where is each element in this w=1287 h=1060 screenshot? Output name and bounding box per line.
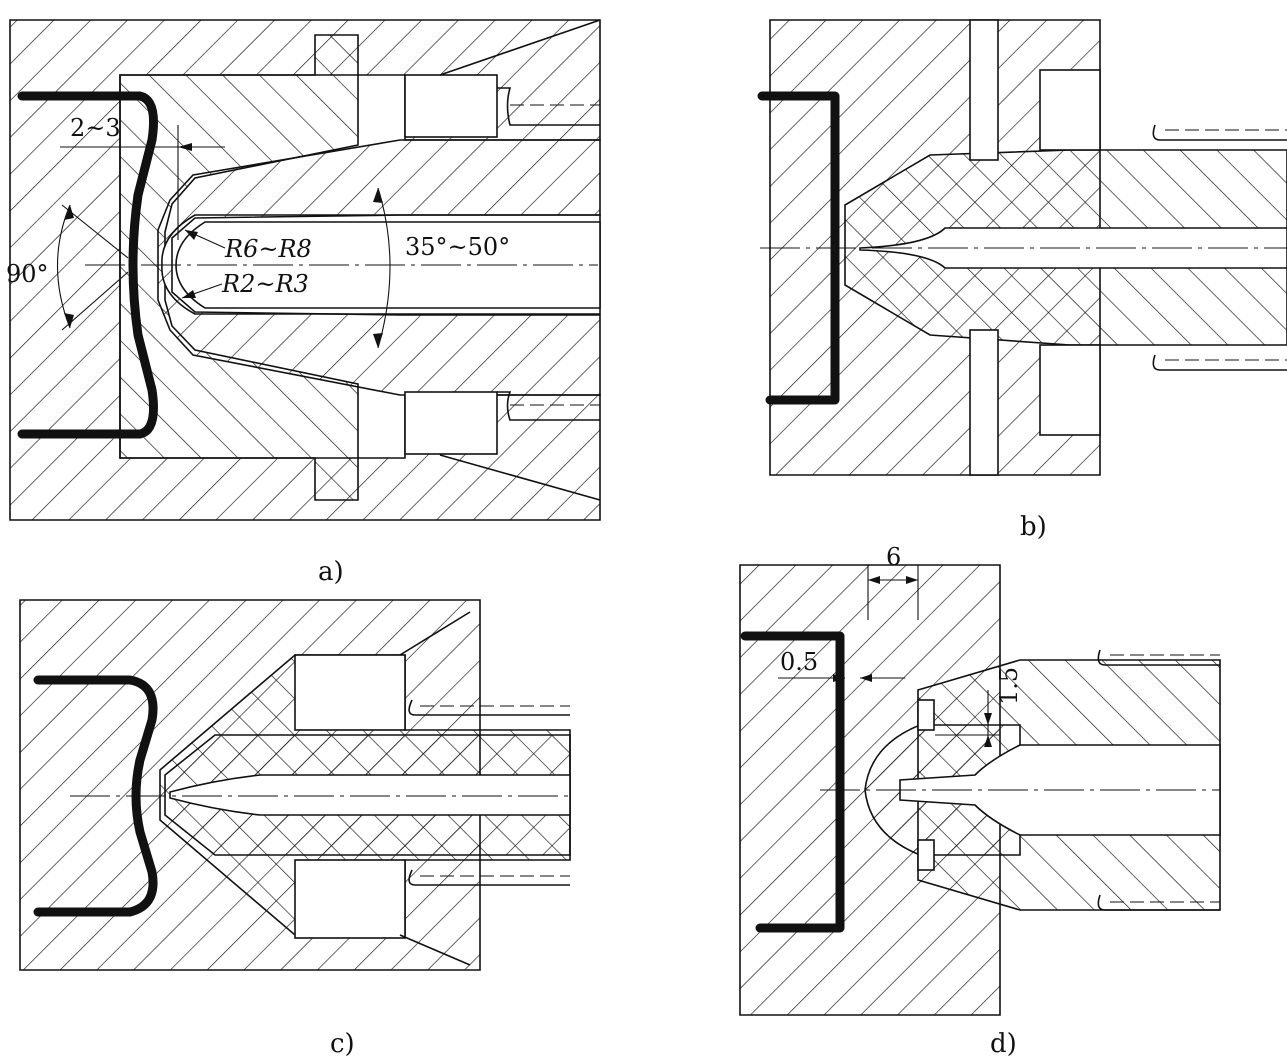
panel-a-caption: a): [318, 557, 344, 587]
panel-d-dim-0-5: 0.5: [780, 648, 818, 676]
panel-a-dim-90deg: 90°: [6, 260, 49, 288]
panel-a-heater-pocket-top: [404, 74, 498, 138]
panel-c: c): [19, 599, 571, 1059]
panel-a: 2~3 R6~R8 R2~R3 90° 35°~50° a): [6, 19, 601, 587]
panel-d-part-wall: [740, 631, 845, 933]
panel-a-dim-r2-r3: R2~R3: [221, 270, 309, 298]
panel-b-part-wall: [757, 91, 840, 405]
panel-b-caption: b): [1020, 512, 1047, 542]
panel-c-caption: c): [330, 1029, 355, 1059]
panel-a-nozzle-insert: [157, 139, 601, 396]
panel-a-heater-pocket-bottom: [404, 391, 498, 455]
panel-a-part-wall: [17, 91, 158, 439]
panel-b: b): [757, 19, 1287, 542]
panel-a-dim-r6-r8: R6~R8: [224, 235, 312, 263]
panel-c-part-wall: [33, 675, 158, 917]
panel-d-dim-1-5: 1.5: [995, 667, 1023, 705]
panel-d: 6 0.5 1.5 d): [739, 543, 1221, 1059]
panel-a-dim-35-50deg: 35°~50°: [405, 233, 510, 261]
panel-a-dim-2-3: 2~3: [70, 114, 121, 142]
panel-d-dim-6: 6: [886, 543, 901, 571]
panel-c-melt-channel: [169, 774, 571, 816]
panel-d-caption: d): [990, 1029, 1017, 1059]
